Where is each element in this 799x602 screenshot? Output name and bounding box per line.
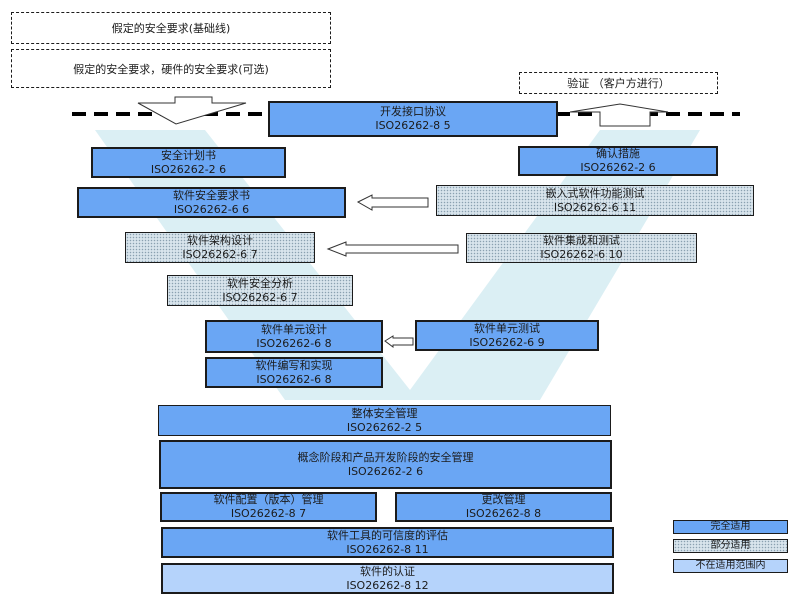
- box-ref: ISO26262-6 8: [256, 372, 332, 386]
- box-title: 整体安全管理: [351, 406, 418, 420]
- box-ref: ISO26262-8 7: [230, 507, 307, 520]
- box-title: 软件单元设计: [261, 322, 327, 336]
- box-title: 软件的认证: [360, 564, 415, 578]
- sw-architecture-design-box: 软件架构设计 ISO26262-6 7: [125, 232, 315, 263]
- dev-interface-box: 开发接口协议 ISO26262-8 5: [268, 101, 558, 137]
- box-title: 软件安全分析: [227, 276, 293, 290]
- box-title: 软件集成和测试: [543, 234, 620, 247]
- box-title: 软件架构设计: [187, 233, 253, 247]
- box-title: 更改管理: [481, 493, 526, 506]
- verification-customer: 验证 （客户方进行）: [519, 72, 718, 94]
- box-title: 安全计划书: [161, 148, 216, 162]
- box-ref: ISO26262-6 11: [553, 200, 637, 214]
- box-title: 开发接口协议: [380, 105, 446, 118]
- assumed-requirements-baseline: 假定的安全要求(基础线): [11, 12, 331, 44]
- assumed-requirements-optional: 假定的安全要求，硬件的安全要求(可选): [11, 49, 331, 88]
- box-title: 嵌入式软件功能测试: [545, 186, 645, 200]
- legend-partial: 部分适用: [673, 539, 788, 553]
- box-title: 软件安全要求书: [173, 188, 250, 202]
- sw-qualification-box: 软件的认证 ISO26262-8 12: [161, 563, 614, 594]
- box-ref: ISO26262-8 12: [346, 578, 429, 592]
- embedded-sw-function-test-box: 嵌入式软件功能测试 ISO26262-6 11: [436, 185, 754, 216]
- box-ref: ISO26262-6 10: [540, 248, 623, 261]
- box-ref: ISO26262-6 7: [222, 290, 298, 304]
- left-arrow-icon: [326, 241, 459, 257]
- box-ref: ISO26262-8 11: [346, 542, 429, 556]
- sw-safety-analysis-box: 软件安全分析 ISO26262-6 7: [167, 275, 353, 306]
- down-arrow-icon: [137, 96, 247, 125]
- sw-configuration-management-box: 软件配置（版本）管理 ISO26262-8 7: [160, 492, 377, 522]
- sw-safety-requirements-box: 软件安全要求书 ISO26262-6 6: [77, 187, 346, 218]
- up-arrow-icon: [569, 103, 669, 127]
- sw-unit-design-box: 软件单元设计 ISO26262-6 8: [205, 320, 383, 353]
- left-arrow-icon: [356, 194, 429, 211]
- box-title: 软件工具的可信度的评估: [327, 528, 448, 542]
- box-ref: ISO26262-8 8: [465, 507, 542, 520]
- box-ref: ISO26262-8 5: [375, 119, 451, 132]
- safety-plan-box: 安全计划书 ISO26262-2 6: [91, 147, 286, 178]
- box-title: 软件配置（版本）管理: [213, 493, 324, 506]
- box-ref: ISO26262-6 6: [173, 202, 250, 216]
- box-ref: ISO26262-6 8: [256, 336, 332, 350]
- box-title: 概念阶段和产品开发阶段的安全管理: [297, 450, 474, 464]
- legend-not-applicable: 不在适用范围内: [673, 559, 788, 573]
- box-ref: ISO26262-6 9: [469, 335, 545, 349]
- box-ref: ISO26262-2 6: [347, 464, 424, 478]
- concept-dev-safety-management-box: 概念阶段和产品开发阶段的安全管理 ISO26262-2 6: [159, 440, 612, 489]
- left-arrow-icon: [384, 335, 414, 348]
- box-title: 确认措施: [596, 147, 640, 160]
- box-ref: ISO26262-2 6: [150, 162, 227, 176]
- sw-tool-confidence-box: 软件工具的可信度的评估 ISO26262-8 11: [161, 527, 614, 558]
- box-ref: ISO26262-2 6: [580, 161, 656, 174]
- sw-coding-implementation-box: 软件编写和实现 ISO26262-6 8: [205, 357, 383, 388]
- change-management-box: 更改管理 ISO26262-8 8: [395, 492, 612, 522]
- sw-integration-test-box: 软件集成和测试 ISO26262-6 10: [466, 233, 697, 263]
- sw-unit-test-box: 软件单元测试 ISO26262-6 9: [415, 320, 599, 351]
- overall-safety-management-box: 整体安全管理 ISO26262-2 5: [158, 405, 611, 436]
- box-title: 软件编写和实现: [255, 358, 333, 372]
- box-ref: ISO26262-2 5: [346, 420, 423, 434]
- box-title: 软件单元测试: [474, 321, 540, 335]
- legend-full: 完全适用: [673, 520, 788, 534]
- confirmation-measures-box: 确认措施 ISO26262-2 6: [518, 146, 718, 176]
- box-ref: ISO26262-6 7: [182, 247, 258, 261]
